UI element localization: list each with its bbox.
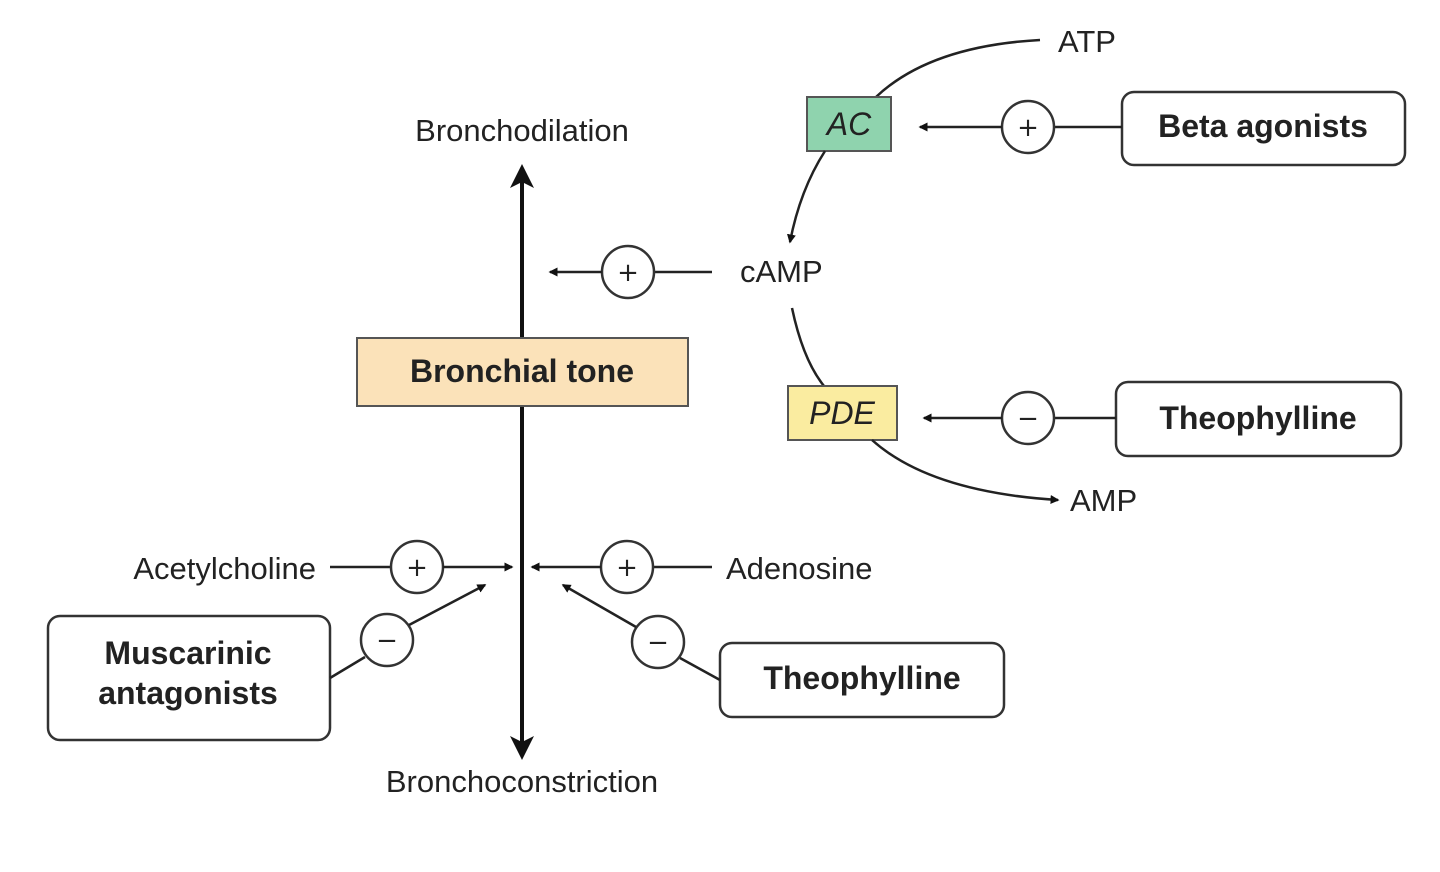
- beta-agonists-box: Beta agonists: [1120, 90, 1407, 167]
- theophylline-bottom-line: [679, 656, 721, 682]
- theophylline-right-box: Theophylline: [1114, 380, 1403, 458]
- ac-label: AC: [825, 106, 872, 142]
- theophylline-bottom-arrow: [561, 583, 637, 629]
- ac-rect: [806, 96, 892, 152]
- pde-label: PDE: [809, 395, 875, 431]
- acetylcholine-plus-sign: +: [406, 553, 428, 583]
- bronchial-tone-label: Bronchial tone: [410, 353, 634, 389]
- amp-label: AMP: [1070, 483, 1137, 518]
- atp-to-ac-curve: [875, 38, 1041, 98]
- beta-agonists-rect: [1120, 90, 1407, 167]
- theophylline-bottom-label: Theophylline: [763, 660, 960, 696]
- bronchial-tone-rect: [356, 337, 689, 407]
- adenosine-plus-sign: +: [616, 553, 638, 583]
- ac-to-camp-arrow: [786, 150, 827, 244]
- camp-to-pde-curve: [790, 307, 825, 387]
- bronchial-tone-box: Bronchial tone: [356, 337, 689, 407]
- muscarinic-arrow: [408, 583, 487, 627]
- pde-enzyme: PDE: [787, 385, 898, 441]
- theophylline-right-minus-sign: −: [1017, 404, 1039, 434]
- pde-to-amp-arrow: [871, 439, 1060, 505]
- muscarinic-line: [329, 655, 366, 680]
- muscarinic-label-line2: antagonists: [98, 675, 278, 711]
- theophylline-bottom-box: Theophylline: [718, 641, 1006, 719]
- muscarinic-minus-circle: [359, 612, 415, 668]
- theophylline-right-label: Theophylline: [1159, 400, 1356, 436]
- muscarinic-label-line1: Muscarinic: [104, 635, 271, 671]
- beta-plus-sign: +: [1017, 113, 1039, 143]
- theophylline-bottom-minus-sign: −: [647, 628, 669, 658]
- camp-label: cAMP: [740, 254, 823, 289]
- atp-label: ATP: [1058, 24, 1116, 59]
- ac-enzyme: AC: [806, 96, 892, 152]
- beta-agonists-label: Beta agonists: [1158, 108, 1368, 144]
- pde-rect: [787, 385, 898, 441]
- camp-plus-sign: +: [617, 258, 639, 288]
- bronchodilation-label: Bronchodilation: [415, 113, 629, 148]
- muscarinic-minus-sign: −: [376, 626, 398, 656]
- bronchoconstriction-label: Bronchoconstriction: [386, 764, 658, 799]
- theophylline-bottom-minus-circle: [630, 614, 686, 670]
- acetylcholine-label: Acetylcholine: [133, 551, 316, 586]
- muscarinic-antagonists-box: Muscarinic antagonists: [46, 614, 332, 742]
- adenosine-label: Adenosine: [726, 551, 873, 586]
